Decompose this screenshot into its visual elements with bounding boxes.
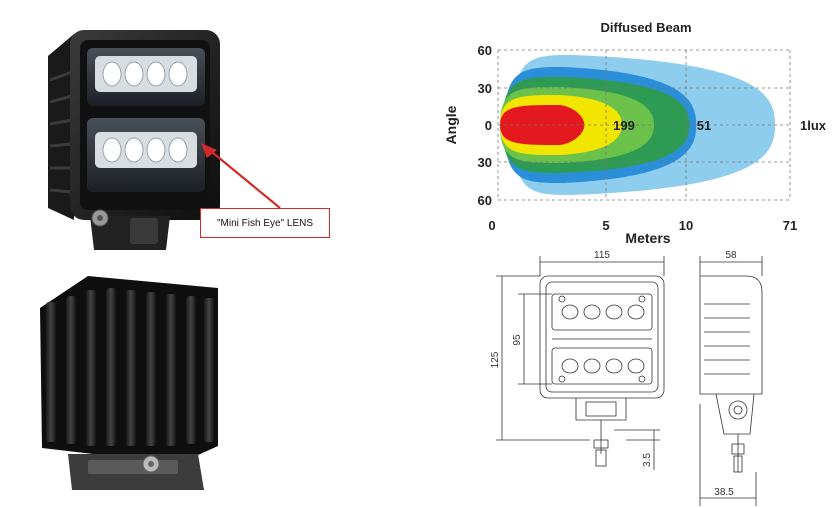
dim-width: 115 [594,250,610,261]
x-tick-label: 71 [783,218,797,233]
dim-depth: 58 [725,250,737,261]
y-tick-label: 30 [478,81,492,96]
x-tick-label: 0 [488,218,495,233]
callout-arrow [201,143,281,209]
chart-title: Diffused Beam [600,20,691,35]
dim-mount-width: 38.5 [714,487,734,498]
dim-height-outer: 125 [490,351,501,368]
y-tick-label: 60 [478,43,492,58]
x-axis-label: Meters [625,230,670,246]
x-tick-label: 5 [602,218,609,233]
y-tick-label: 60 [478,193,492,208]
dim-height-inner: 95 [512,334,523,346]
lamp-rear-photo [40,276,218,490]
beam-chart: Diffused Beam 60 30 0 30 60 0 5 10 71 199 51 1lux… [443,20,827,246]
x-tick-label: 10 [679,218,693,233]
zone-label: 1lux [800,118,827,133]
lamp-front-photo [48,30,220,250]
zone-label: 199 [613,118,635,133]
dimension-drawing: 115 125 95 3.5 58 38.5 [490,250,763,506]
y-tick-label: 30 [478,155,492,170]
y-tick-label: 0 [485,118,492,133]
y-axis-label: Angle [443,105,459,144]
dim-stud: 3.5 [642,453,653,467]
zone-label: 51 [697,118,711,133]
lens-callout: "Mini Fish Eye" LENS [200,208,330,238]
